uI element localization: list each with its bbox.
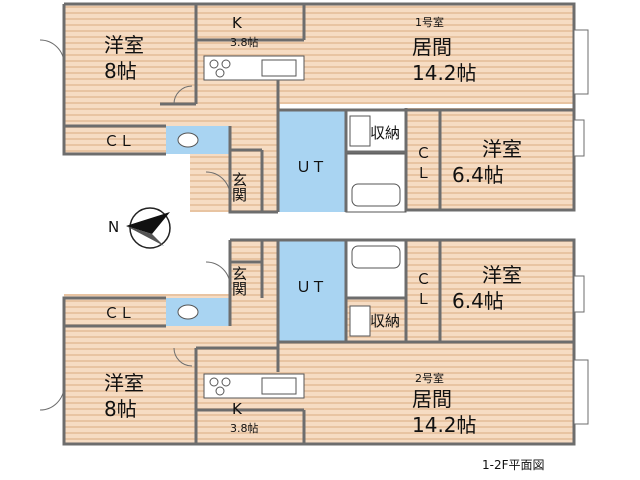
unit-2-entrance-label: 玄関	[230, 266, 248, 297]
unit-1: 洋室 8帖 K 3.8帖 1号室 居間 14.2帖 ＣＬ 玄関 ＵＴ 収納 Ｃ …	[39, 2, 589, 214]
unit-1-western-room-a-size: 8帖	[104, 59, 137, 83]
unit-1-toilet-icon	[177, 132, 199, 148]
unit-1-room-b-floor	[406, 108, 574, 210]
unit-2-western-room-a-name: 洋室	[104, 371, 144, 395]
unit-1-living-name: 居間	[412, 35, 452, 59]
unit-2-western-room-b-size: 6.4帖	[452, 289, 504, 313]
unit-1-western-room-b-size: 6.4帖	[452, 163, 504, 187]
unit-2-window-b	[573, 275, 585, 313]
unit-2: 洋室 8帖 K 3.8帖 2号室 居間 14.2帖 ＣＬ 玄関 ＵＴ 収納 Ｃ …	[39, 238, 589, 446]
unit-1-entrance-label: 玄関	[230, 172, 248, 203]
compass: N	[108, 207, 171, 249]
unit-1-utility-floor	[278, 110, 346, 212]
compass-label: N	[108, 218, 119, 236]
unit-1-living-size: 14.2帖	[412, 61, 477, 85]
unit-1-washbasin-icon	[349, 115, 371, 147]
unit-2-western-room-a-size: 8帖	[104, 397, 137, 421]
unit-2-closet-b-top: Ｃ	[416, 270, 431, 288]
unit-1-kitchen-size: 3.8帖	[230, 36, 259, 49]
unit-2-storage-label: 収納	[370, 312, 400, 330]
unit-1-window-b	[573, 119, 585, 157]
unit-2-kitchen-size: 3.8帖	[230, 422, 259, 435]
unit-2-walls	[62, 238, 576, 446]
unit-2-door-swing	[39, 385, 65, 411]
unit-1-closet-b-top: Ｃ	[416, 144, 431, 162]
unit-1-upper-floor	[64, 4, 574, 104]
unit-2-stove-icon	[209, 377, 219, 387]
unit-1-western-room-b-name: 洋室	[482, 137, 522, 161]
unit-2-hall	[230, 240, 280, 298]
unit-1-bathtub-icon	[351, 183, 401, 207]
unit-2-utility-floor	[278, 240, 346, 342]
unit-2-bathtub-icon	[351, 245, 401, 269]
unit-1-window	[573, 29, 589, 95]
unit-1-closet-a-label: ＣＬ	[104, 132, 134, 150]
unit-2-toilet-icon	[177, 304, 199, 320]
unit-2-window	[573, 359, 589, 425]
unit-2-washbasin-icon	[349, 305, 371, 337]
unit-2-sink-icon	[261, 377, 297, 395]
unit-2-closet-a-label: ＣＬ	[104, 304, 134, 322]
unit-1-door-swing	[39, 39, 65, 65]
unit-1-stove-icon	[209, 59, 219, 69]
unit-1-hall	[190, 104, 280, 212]
unit-2-closet-b-bottom: Ｌ	[416, 290, 431, 308]
unit-1-walls	[62, 2, 576, 214]
compass-needle-icon	[126, 212, 170, 234]
unit-1-number: 1号室	[415, 15, 444, 29]
unit-2-kitchen-name: K	[232, 400, 243, 418]
unit-1-storage-label: 収納	[370, 124, 400, 142]
unit-1-kitchen-name: K	[232, 14, 243, 32]
unit-1-utility-label: ＵＴ	[296, 158, 326, 176]
unit-1-sink-icon	[261, 59, 297, 77]
unit-2-western-room-b-name: 洋室	[482, 263, 522, 287]
unit-2-utility-label: ＵＴ	[296, 278, 326, 296]
unit-1-closet-b-bottom: Ｌ	[416, 164, 431, 182]
unit-2-number: 2号室	[415, 371, 444, 385]
unit-2-living-size: 14.2帖	[412, 413, 477, 437]
unit-2-living-name: 居間	[412, 387, 452, 411]
unit-1-western-room-a-name: 洋室	[104, 33, 144, 57]
unit-2-room-b-floor	[406, 240, 574, 340]
floor-plan-caption: 1-2F平面図	[482, 458, 545, 472]
